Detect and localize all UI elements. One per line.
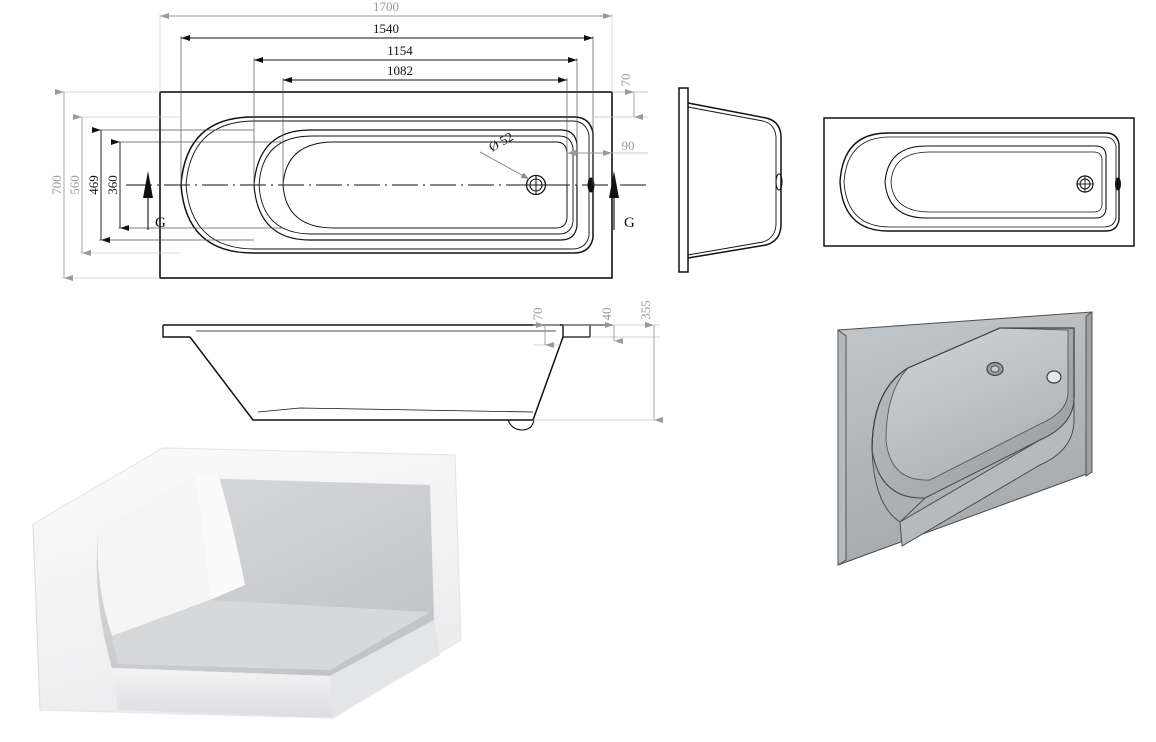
iso-top-backrest	[97, 478, 210, 636]
plan-plain-tub	[839, 132, 1120, 232]
iso-top-floor	[112, 600, 430, 670]
iso-bottom-skirt	[871, 449, 927, 523]
iso-bottom-skirt-side	[899, 397, 1075, 547]
plan-bowl-outline-offset	[258, 135, 574, 235]
dim-drain-offset: 90	[622, 138, 635, 153]
dim-base-length: 1082	[387, 63, 413, 78]
section-label-right: G	[624, 215, 635, 231]
plan-tub-outline	[180, 116, 594, 254]
end-elev-body	[687, 102, 782, 259]
dim-inner-length: 1154	[387, 43, 413, 58]
side-body-profile	[189, 336, 564, 421]
iso-bottom-drain-inner	[990, 365, 1000, 373]
plan-plain-overflow	[1115, 177, 1121, 191]
plan-extension-lines-h2	[180, 36, 594, 185]
plan-extension-lines-h	[159, 14, 613, 92]
iso-top-apron-side	[330, 620, 440, 718]
plan-tub-outline-offset	[185, 120, 590, 250]
iso-top-apron-front	[112, 668, 333, 718]
end-elev-flange	[678, 87, 689, 273]
plan-base-pan	[282, 141, 568, 229]
side-elevation-view: 70 40 355	[162, 300, 663, 431]
dim-rim-width: 560	[67, 175, 82, 195]
plan-bowl-outline	[253, 129, 578, 241]
dim-base-width: 360	[105, 175, 120, 195]
section-label-left: G	[155, 215, 166, 231]
isometric-view-top	[32, 447, 462, 719]
overflow-slot	[587, 177, 595, 193]
end-elevation-view	[678, 87, 783, 273]
dim-rim-thickness: 70	[530, 308, 545, 321]
iso-bottom-backplate-edge-right	[1085, 311, 1093, 477]
dim-lip-thickness: 40	[599, 308, 614, 321]
iso-bottom-backplate-edge-left	[837, 329, 847, 566]
dim-rim-offset-top: 70	[618, 74, 633, 87]
isometric-view-underside	[837, 311, 1093, 566]
end-elev-overflow	[775, 173, 783, 191]
dim-overall-width: 700	[49, 175, 64, 195]
plan-extension-lines-v2	[99, 129, 283, 241]
plan-extension-lines-v	[62, 91, 181, 279]
side-base-line	[257, 407, 534, 413]
plan-plain-base	[890, 151, 1103, 213]
side-drain-boss	[507, 419, 535, 431]
side-left-flange	[162, 325, 190, 338]
section-mark-left: G	[143, 171, 166, 231]
plan-view-plain	[823, 117, 1135, 247]
section-mark-right: G	[609, 171, 635, 231]
iso-top-rim-left-edge	[32, 523, 41, 711]
dim-overall-height: 355	[638, 300, 653, 320]
plan-plain-rim	[823, 117, 1135, 247]
plan-plain-tub-offset	[843, 136, 1117, 228]
iso-bottom-outline	[871, 327, 1075, 451]
plan-plain-drain	[1076, 175, 1094, 193]
dim-overall-length: 1700	[373, 0, 399, 14]
drain-hole	[525, 174, 547, 196]
iso-top-backrest-highlight	[195, 474, 245, 600]
dim-rim-length: 1540	[373, 21, 399, 36]
iso-bottom-inner-panel	[885, 327, 1069, 481]
iso-bottom-overflow	[1046, 370, 1062, 384]
dim-inner-width: 469	[86, 175, 101, 195]
plan-plain-bowl	[884, 145, 1107, 219]
